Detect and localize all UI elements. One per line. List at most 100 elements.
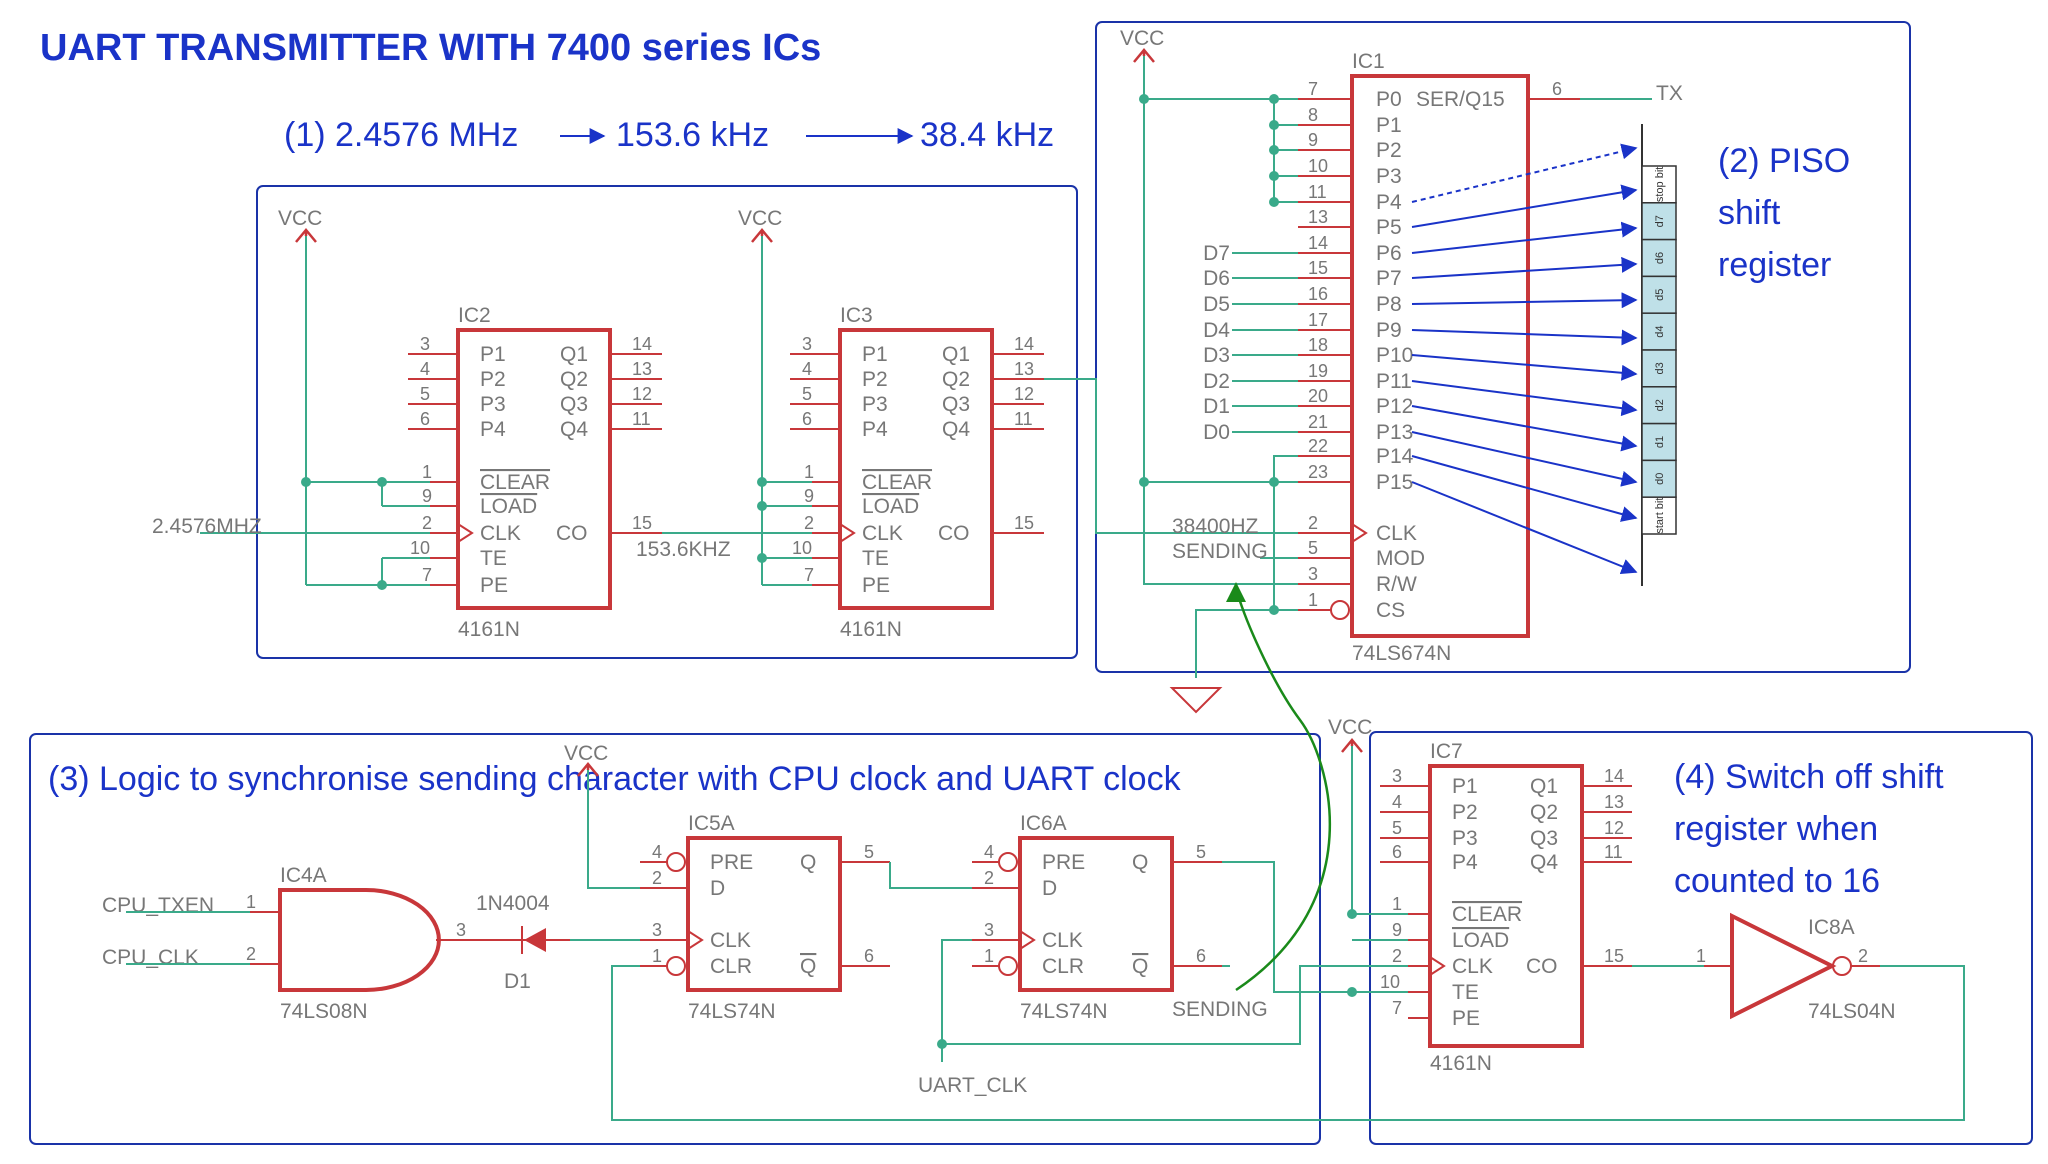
svg-text:IC4A: IC4A — [280, 864, 327, 887]
svg-text:10: 10 — [410, 538, 430, 558]
svg-text:CLEAR: CLEAR — [480, 471, 550, 494]
ic1-pin-number: 18 — [1308, 335, 1328, 355]
svg-text:15: 15 — [632, 513, 652, 533]
frame-bit-label: d7 — [1654, 215, 1666, 227]
svg-text:3: 3 — [652, 920, 662, 940]
svg-text:CLEAR: CLEAR — [1452, 903, 1522, 926]
data-net-label: D2 — [1203, 370, 1230, 393]
ic1-pin-label: P1 — [1376, 114, 1402, 137]
svg-text:12: 12 — [1604, 818, 1624, 838]
svg-text:P2: P2 — [862, 368, 888, 391]
clock-annotation-1: (1) 2.4576 MHz — [284, 116, 518, 154]
svg-text:Q4: Q4 — [560, 418, 588, 441]
ic1-pin-number: 1 — [1308, 590, 1318, 610]
ic1-pin-number: 7 — [1308, 79, 1318, 99]
section-1-box — [256, 185, 1078, 659]
svg-text:IC3: IC3 — [840, 304, 873, 327]
svg-text:CLK: CLK — [480, 522, 521, 545]
bit-mapping-arrow — [1411, 481, 1638, 575]
frame-bit-cell — [1641, 459, 1677, 498]
svg-text:P4: P4 — [862, 418, 888, 441]
svg-text:2: 2 — [246, 944, 256, 964]
svg-text:15: 15 — [1604, 946, 1624, 966]
frame-bit-cell — [1641, 238, 1677, 278]
svg-text:LOAD: LOAD — [862, 495, 919, 518]
bit-mapping-arrow — [1411, 405, 1638, 452]
svg-text:IC6A: IC6A — [1020, 812, 1067, 835]
ic1-pin-number: 13 — [1308, 207, 1328, 227]
switch-annotation-1: (4) Switch off shift — [1674, 758, 1944, 796]
frame-bit-label: start bit — [1654, 498, 1666, 534]
ic1-pin-label: P10 — [1376, 344, 1413, 367]
svg-text:P3: P3 — [862, 393, 888, 416]
svg-text:Q4: Q4 — [942, 418, 970, 441]
net-clk-in: 2.4576MHZ — [152, 515, 262, 538]
piso-annotation-3: register — [1718, 246, 1831, 284]
data-net-label: D5 — [1203, 293, 1230, 316]
ic1-pin-label: P8 — [1376, 293, 1402, 316]
bit-mapping-arrow — [1411, 221, 1638, 254]
svg-text:Q4: Q4 — [1530, 851, 1558, 874]
svg-text:Q1: Q1 — [560, 343, 588, 366]
svg-text:2: 2 — [984, 868, 994, 888]
svg-text:TE: TE — [862, 547, 889, 570]
svg-text:PE: PE — [862, 574, 890, 597]
vcc-label: VCC — [1120, 27, 1164, 50]
svg-text:P1: P1 — [1452, 775, 1478, 798]
frame-bit-cell — [1641, 496, 1677, 535]
svg-text:IC1: IC1 — [1352, 50, 1385, 73]
svg-text:14: 14 — [632, 334, 652, 354]
switch-annotation-3: counted to 16 — [1674, 862, 1880, 900]
ic1-pin-number: 2 — [1308, 513, 1318, 533]
frame-bit-label: d2 — [1654, 399, 1666, 411]
net-cpu-txen: CPU_TXEN — [102, 894, 214, 917]
d1-diode: 1N4004 D1 — [476, 892, 570, 993]
net-sending: SENDING — [1172, 540, 1268, 563]
svg-text:2: 2 — [422, 513, 432, 533]
frame-bit-cell — [1641, 422, 1677, 462]
svg-text:CLK: CLK — [862, 522, 903, 545]
frame-bit-cell — [1641, 349, 1677, 388]
svg-text:6: 6 — [864, 946, 874, 966]
frame-bit-label: d0 — [1654, 473, 1666, 485]
bit-mapping-arrow — [1411, 292, 1638, 309]
svg-text:74LS674N: 74LS674N — [1352, 642, 1451, 665]
net-uart-clk: UART_CLK — [918, 1074, 1027, 1097]
sending-arrow — [1226, 582, 1332, 992]
ic1-pin-label: P15 — [1376, 471, 1413, 494]
svg-text:D1: D1 — [504, 970, 531, 993]
bit-mapping-arrow — [1411, 380, 1638, 417]
svg-text:LOAD: LOAD — [480, 495, 537, 518]
svg-text:IC7: IC7 — [1430, 740, 1463, 763]
svg-text:3: 3 — [1392, 766, 1402, 786]
svg-text:4: 4 — [802, 359, 812, 379]
ic1-pin-number: 11 — [1308, 182, 1327, 202]
svg-text:1: 1 — [422, 462, 432, 482]
svg-text:CO: CO — [556, 522, 588, 545]
svg-text:2: 2 — [804, 513, 814, 533]
svg-text:3: 3 — [420, 334, 430, 354]
logic-annotation: (3) Logic to synchronise sending charact… — [48, 760, 1182, 798]
svg-text:11: 11 — [632, 409, 651, 429]
svg-text:2: 2 — [652, 868, 662, 888]
ic1-pin-number: 22 — [1308, 436, 1328, 456]
ic1-pin-label: P4 — [1376, 191, 1402, 214]
ic1-pin-label: P2 — [1376, 139, 1402, 162]
svg-text:PE: PE — [480, 574, 508, 597]
vcc-label: VCC — [564, 742, 608, 765]
clock-annotation-2: 153.6 kHz — [616, 116, 769, 154]
svg-text:1: 1 — [246, 892, 256, 912]
svg-text:4161N: 4161N — [458, 618, 520, 641]
svg-text:Q3: Q3 — [560, 393, 588, 416]
ic1-pin-label: CS — [1376, 599, 1405, 622]
ic1-pin-number: 10 — [1308, 156, 1328, 176]
ground-icon — [1169, 687, 1223, 714]
net-clk-mid: 153.6KHZ — [636, 538, 731, 561]
svg-text:CLK: CLK — [710, 929, 751, 952]
data-net-label: D4 — [1203, 319, 1230, 342]
svg-text:IC2: IC2 — [458, 304, 491, 327]
